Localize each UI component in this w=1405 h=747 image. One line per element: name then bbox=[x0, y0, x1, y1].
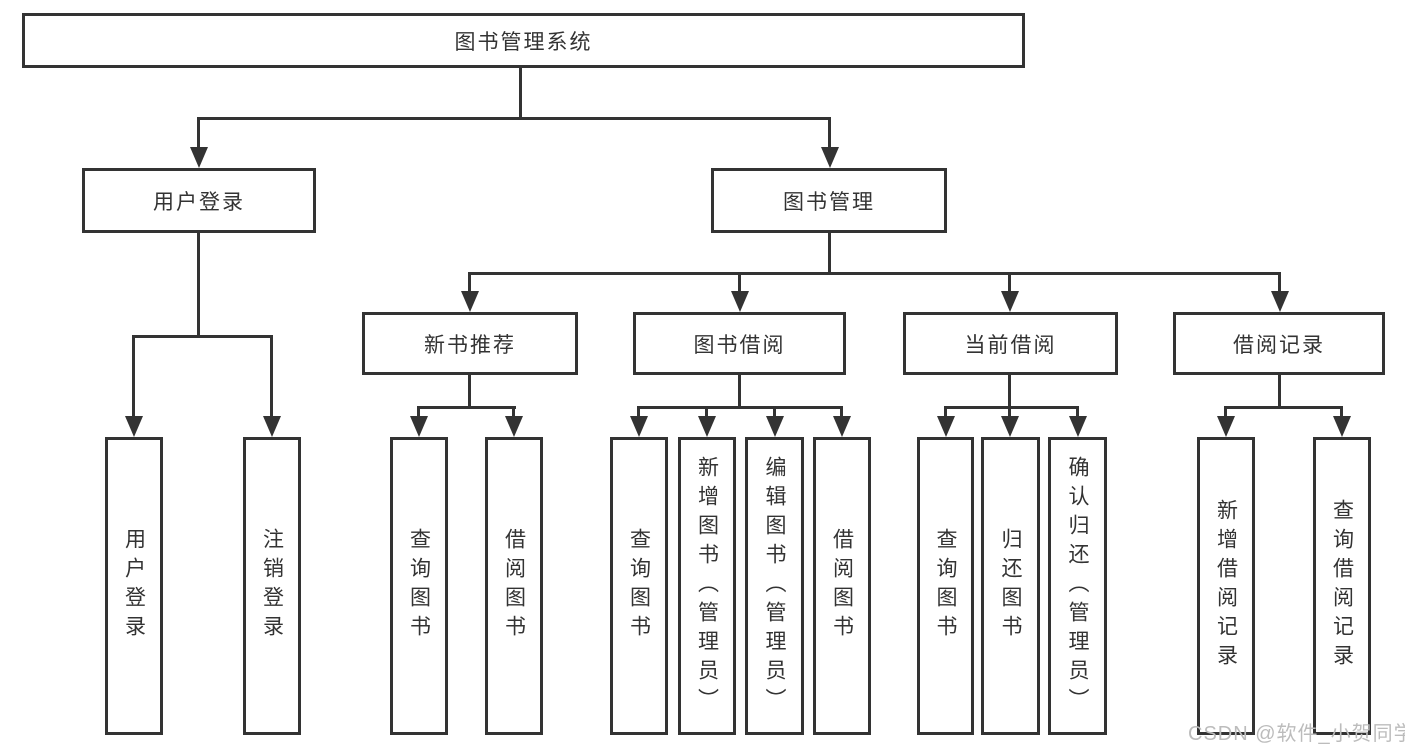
connector bbox=[738, 272, 741, 292]
arrowhead-down-icon bbox=[1271, 291, 1289, 312]
arrowhead-down-icon bbox=[461, 291, 479, 312]
leaf-borrow-query: 查询图书 bbox=[610, 437, 668, 735]
leaf-record-query-label: 查询借阅记录 bbox=[1330, 499, 1354, 673]
arrowhead-down-icon bbox=[731, 291, 749, 312]
arrowhead-down-icon bbox=[1217, 416, 1235, 437]
connector bbox=[705, 406, 708, 418]
leaf-borrow-borrow: 借阅图书 bbox=[813, 437, 871, 735]
node-book-borrow: 图书借阅 bbox=[633, 312, 846, 375]
arrowhead-down-icon bbox=[1333, 416, 1351, 437]
leaf-newbook-borrow-label: 借阅图书 bbox=[502, 528, 526, 644]
connector bbox=[738, 375, 741, 409]
connector bbox=[468, 375, 471, 409]
arrowhead-down-icon bbox=[263, 416, 281, 437]
connector bbox=[132, 335, 135, 417]
leaf-current-query: 查询图书 bbox=[917, 437, 974, 735]
arrowhead-down-icon bbox=[766, 416, 784, 437]
leaf-borrow-edit-label: 编辑图书（管理员） bbox=[763, 455, 786, 717]
connector bbox=[637, 406, 640, 418]
connector bbox=[512, 406, 515, 418]
leaf-current-query-label: 查询图书 bbox=[934, 528, 957, 644]
connector bbox=[468, 272, 471, 292]
connector bbox=[1008, 406, 1011, 418]
connector bbox=[197, 117, 831, 120]
leaf-borrow-add: 新增图书（管理员） bbox=[678, 437, 736, 735]
connector bbox=[417, 406, 420, 418]
connector bbox=[773, 406, 776, 418]
connector bbox=[828, 117, 831, 148]
connector bbox=[840, 406, 843, 418]
arrowhead-down-icon bbox=[630, 416, 648, 437]
leaf-logout: 注销登录 bbox=[243, 437, 301, 735]
node-book-mgmt-label: 图书管理 bbox=[783, 190, 875, 214]
leaf-record-add-label: 新增借阅记录 bbox=[1214, 499, 1238, 673]
connector bbox=[637, 406, 843, 409]
leaf-borrow-query-label: 查询图书 bbox=[627, 528, 651, 644]
leaf-logout-label: 注销登录 bbox=[260, 528, 284, 644]
connector bbox=[132, 335, 273, 338]
node-current-borrow-label: 当前借阅 bbox=[964, 333, 1057, 357]
node-root-label: 图书管理系统 bbox=[454, 30, 593, 54]
arrowhead-down-icon bbox=[1001, 416, 1019, 437]
connector bbox=[468, 272, 1281, 275]
connector bbox=[197, 233, 200, 338]
node-user-login-label: 用户登录 bbox=[153, 190, 245, 214]
arrowhead-down-icon bbox=[190, 147, 208, 168]
csdn-watermark: CSDN @软件_小贺同学 bbox=[1188, 723, 1405, 745]
leaf-newbook-borrow: 借阅图书 bbox=[485, 437, 543, 735]
leaf-current-confirm: 确认归还（管理员） bbox=[1048, 437, 1107, 735]
node-book-borrow-label: 图书借阅 bbox=[693, 333, 786, 357]
leaf-current-return: 归还图书 bbox=[981, 437, 1040, 735]
connector bbox=[270, 335, 273, 417]
arrowhead-down-icon bbox=[937, 416, 955, 437]
node-new-book-rec-label: 新书推荐 bbox=[424, 333, 516, 357]
connector bbox=[828, 233, 831, 275]
arrowhead-down-icon bbox=[833, 416, 851, 437]
leaf-current-confirm-label: 确认归还（管理员） bbox=[1066, 455, 1089, 717]
connector bbox=[1224, 406, 1343, 409]
leaf-record-add: 新增借阅记录 bbox=[1197, 437, 1255, 735]
leaf-user-login: 用户登录 bbox=[105, 437, 163, 735]
leaf-user-login-label: 用户登录 bbox=[122, 528, 146, 644]
leaf-record-query: 查询借阅记录 bbox=[1313, 437, 1371, 735]
connector bbox=[1224, 406, 1227, 418]
connector bbox=[197, 117, 200, 148]
connector bbox=[1008, 375, 1011, 409]
connector bbox=[944, 406, 947, 418]
node-current-borrow: 当前借阅 bbox=[903, 312, 1118, 375]
leaf-newbook-query-label: 查询图书 bbox=[407, 528, 431, 644]
connector bbox=[519, 68, 522, 118]
arrowhead-down-icon bbox=[505, 416, 523, 437]
connector bbox=[1340, 406, 1343, 418]
node-new-book-rec: 新书推荐 bbox=[362, 312, 578, 375]
leaf-newbook-query: 查询图书 bbox=[390, 437, 448, 735]
connector bbox=[1076, 406, 1079, 418]
node-book-mgmt: 图书管理 bbox=[711, 168, 947, 233]
connector bbox=[1278, 272, 1281, 292]
node-borrow-record: 借阅记录 bbox=[1173, 312, 1385, 375]
node-user-login: 用户登录 bbox=[82, 168, 316, 233]
arrowhead-down-icon bbox=[698, 416, 716, 437]
arrowhead-down-icon bbox=[410, 416, 428, 437]
node-root: 图书管理系统 bbox=[22, 13, 1025, 68]
leaf-borrow-borrow-label: 借阅图书 bbox=[830, 528, 854, 644]
arrowhead-down-icon bbox=[1001, 291, 1019, 312]
connector bbox=[417, 406, 516, 409]
connector bbox=[1008, 272, 1011, 292]
leaf-current-return-label: 归还图书 bbox=[999, 528, 1022, 644]
leaf-borrow-edit: 编辑图书（管理员） bbox=[745, 437, 804, 735]
leaf-borrow-add-label: 新增图书（管理员） bbox=[695, 455, 719, 717]
arrowhead-down-icon bbox=[125, 416, 143, 437]
connector bbox=[1278, 375, 1281, 409]
connector bbox=[944, 406, 1079, 409]
node-borrow-record-label: 借阅记录 bbox=[1233, 333, 1325, 357]
arrowhead-down-icon bbox=[821, 147, 839, 168]
arrowhead-down-icon bbox=[1069, 416, 1087, 437]
